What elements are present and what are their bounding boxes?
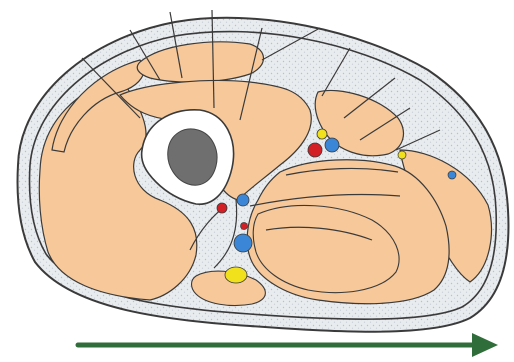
arrow-right-icon [78,333,498,357]
vein-middle [237,194,249,206]
artery-middle [217,203,227,213]
vein-upper [325,138,339,152]
vein-lower [234,234,252,252]
nerve-lower [225,267,247,283]
artery-lower [241,223,248,230]
nerve-right [398,151,406,159]
artery-upper [308,143,322,157]
nerve-upper [317,129,327,139]
vein-right [448,171,456,179]
